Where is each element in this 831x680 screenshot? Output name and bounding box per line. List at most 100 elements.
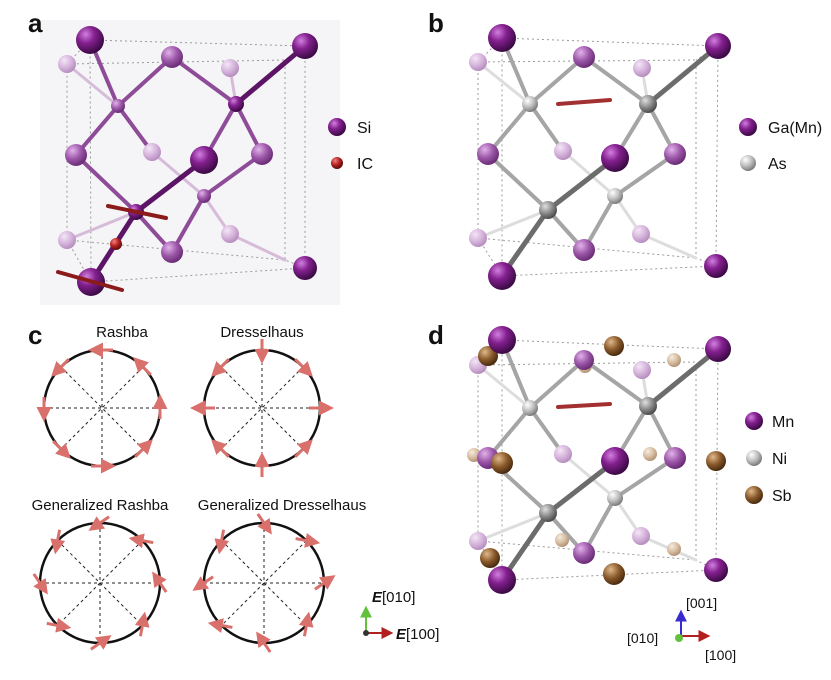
mn-atom	[601, 447, 629, 475]
legend-b: Ga(Mn) As	[739, 118, 822, 173]
dresselhaus-spin-arrow	[294, 358, 313, 377]
dresselhaus-spin-arrow	[211, 358, 230, 377]
si-atom	[221, 225, 239, 243]
panel-label-a: a	[28, 8, 43, 38]
si-atom	[293, 256, 317, 280]
as-atom	[607, 188, 623, 204]
sb-atom	[491, 452, 513, 474]
axis-010-label: [010]	[627, 630, 658, 646]
dashed-spoke	[220, 366, 304, 450]
dresselhaus-spin-arrow	[294, 439, 313, 458]
atoms	[58, 26, 318, 296]
spin-arrow	[556, 402, 612, 409]
legend-mn-label: Mn	[772, 414, 794, 431]
generalized-dresselhaus-diagram	[192, 513, 336, 653]
rashba-title: Rashba	[96, 324, 148, 341]
spin-arrow	[556, 98, 612, 106]
mn-atom	[664, 447, 686, 469]
sb-atom	[604, 336, 624, 356]
legend-ga-label: Ga(Mn)	[768, 120, 822, 137]
ic-atom	[110, 238, 122, 250]
si-atom	[143, 143, 161, 161]
axis-origin	[363, 630, 369, 636]
sb-atom	[643, 447, 657, 461]
si-atom	[161, 241, 183, 263]
panel-c: Rashba Dresselhaus Generalized Rashba Ge…	[32, 324, 439, 653]
ga-atom	[554, 142, 572, 160]
bonds	[65, 38, 308, 285]
si-atom	[161, 46, 183, 68]
sb-atom	[667, 353, 681, 367]
legend-as-marker	[740, 155, 756, 171]
e100-label: E[100]	[396, 626, 439, 643]
generalized-rashba-spin-arrow	[90, 635, 112, 651]
mn-atom	[601, 144, 629, 172]
legend-ic-label: IC	[357, 156, 373, 173]
mn-atom	[469, 532, 487, 550]
generalized-rashba-spin-arrow	[152, 571, 168, 593]
si-atom	[58, 231, 76, 249]
ga-atom	[664, 143, 686, 165]
ni-atom	[639, 397, 657, 415]
panel-label-c: c	[28, 320, 43, 350]
ga-atom	[633, 59, 651, 77]
dashed-spoke	[60, 366, 144, 450]
as-atom	[539, 201, 557, 219]
si-atom	[251, 143, 273, 165]
si-atom	[76, 26, 104, 54]
generalized-rashba-spin-arrow	[32, 573, 48, 595]
si-atom	[65, 144, 87, 166]
generalized-dresselhaus-spin-arrow	[192, 575, 214, 591]
mn-atom	[705, 336, 731, 362]
rashba-spin-arrow	[134, 439, 153, 458]
generalized-dresselhaus-spin-arrow	[207, 618, 233, 633]
si-atom	[292, 33, 318, 59]
sb-atom	[555, 533, 569, 547]
panel-a: Si IC	[40, 20, 373, 305]
sb-atom	[478, 346, 498, 366]
legend-a: Si IC	[328, 118, 373, 173]
sb-atom	[667, 542, 681, 556]
generalized-rashba-spin-arrow	[128, 533, 154, 549]
crystal-axes: [001] [010] [100]	[627, 595, 736, 663]
e100-label-dir: [100]	[406, 626, 439, 643]
mn-atom	[633, 361, 651, 379]
legend-sb-label: Sb	[772, 488, 792, 505]
dashed-spoke	[57, 540, 143, 626]
ga-atom	[469, 229, 487, 247]
rashba-diagram	[36, 342, 168, 474]
ni-atom	[522, 400, 538, 416]
ni-atom	[607, 490, 623, 506]
ga-atom	[573, 46, 595, 68]
sb-atom	[603, 563, 625, 585]
mn-atom	[488, 566, 516, 594]
generalized-rashba-spin-arrow	[88, 515, 110, 531]
as-atom	[639, 95, 657, 113]
panel-d: Mn Ni Sb [001] [010] [100]	[467, 326, 794, 663]
generalized-dresselhaus-spin-arrow	[256, 631, 272, 653]
dresselhaus-spin-arrow	[211, 439, 230, 458]
legend-d: Mn Ni Sb	[745, 412, 794, 505]
as-atom	[522, 96, 538, 112]
generalized-rashba-diagram	[32, 515, 168, 651]
generalized-rashba-spin-arrow	[134, 611, 150, 637]
dashed-spoke	[220, 366, 304, 450]
mn-atom	[632, 527, 650, 545]
e100-label-e: E	[396, 626, 407, 643]
spin-arrows	[56, 204, 168, 292]
ga-atom	[705, 33, 731, 59]
sb-atom	[706, 451, 726, 471]
legend-ni-label: Ni	[772, 451, 787, 468]
ga-atom	[704, 254, 728, 278]
rashba-spin-arrow	[52, 440, 71, 459]
si-atom	[58, 55, 76, 73]
dresselhaus-diagram	[190, 339, 334, 477]
generalized-dresselhaus-spin-arrow	[298, 611, 314, 637]
legend-ga-marker	[739, 118, 757, 136]
electric-field-axes: E[010] E[100]	[360, 589, 439, 643]
mn-atom	[704, 558, 728, 582]
mn-atom	[488, 326, 516, 354]
e010-label: E[010]	[372, 589, 415, 606]
sb-atom	[480, 548, 500, 568]
